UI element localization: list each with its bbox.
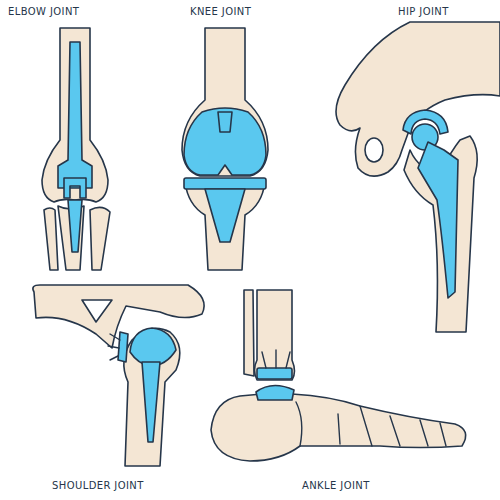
hip-prosthesis xyxy=(336,22,500,332)
joint-label: ELBOW JOINT xyxy=(8,6,79,18)
elbow-prosthesis xyxy=(42,28,110,270)
joint-label: HIP JOINT xyxy=(398,6,449,18)
joint-label: KNEE JOINT xyxy=(190,6,251,18)
ankle-prosthesis xyxy=(211,290,466,461)
knee-prosthesis xyxy=(182,28,268,270)
joint-label: ANKLE JOINT xyxy=(302,480,370,492)
joint-label: SHOULDER JOINT xyxy=(52,480,144,492)
shoulder-prosthesis xyxy=(33,285,204,466)
